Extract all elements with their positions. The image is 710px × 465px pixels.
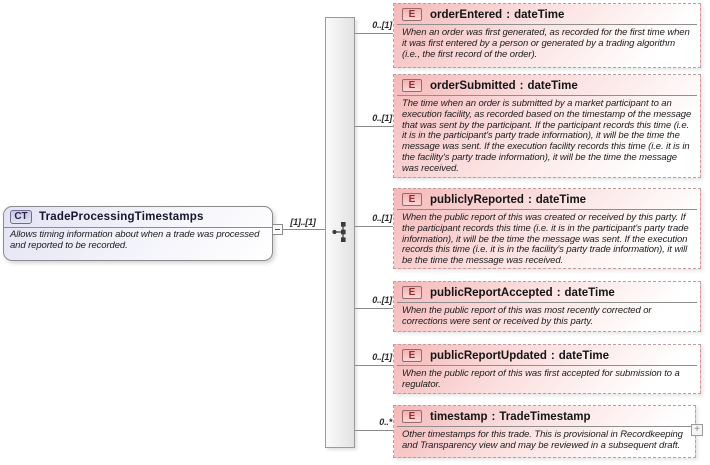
complex-type-annotation: Allows timing information about when a t… (10, 229, 260, 251)
root-cardinality-label: [1]..[1] (290, 217, 316, 227)
type-separator: : (527, 193, 532, 206)
element-box-publicReportAccepted[interactable]: E publicReportAccepted : dateTime When t… (393, 281, 701, 332)
connector-line (355, 226, 393, 227)
type-separator: : (491, 410, 496, 423)
cardinality-label: 0..* (379, 417, 392, 427)
cardinality-label: 0..[1] (372, 113, 392, 123)
divider (397, 302, 697, 303)
divider (397, 24, 697, 25)
cardinality-label: 0..[1] (372, 213, 392, 223)
element-badge-icon: E (402, 349, 422, 362)
connector-line (355, 365, 393, 366)
element-name: orderEntered (430, 8, 503, 21)
element-type: dateTime (527, 79, 578, 92)
divider (397, 209, 697, 210)
element-annotation: The time when an order is submitted by a… (402, 98, 692, 174)
complex-type-header: CT TradeProcessingTimestamps (4, 207, 272, 225)
divider (4, 227, 272, 228)
divider (397, 365, 697, 366)
minus-icon (275, 229, 280, 230)
element-header: E publicReportUpdated : dateTime (394, 345, 700, 363)
connector-line (355, 33, 393, 34)
element-annotation: When the public report of this was creat… (402, 212, 689, 267)
connector-line (283, 229, 326, 230)
expand-plus-icon[interactable]: + (691, 424, 703, 436)
element-name: publicReportUpdated (430, 349, 547, 362)
element-type: dateTime (514, 8, 565, 21)
complex-type-box[interactable]: CT TradeProcessingTimestamps Allows timi… (3, 206, 273, 261)
connector-line (355, 430, 393, 431)
element-header: E publicReportAccepted : dateTime (394, 282, 700, 300)
element-box-publiclyReported[interactable]: E publiclyReported : dateTime When the p… (393, 188, 701, 269)
element-annotation: Other timestamps for this trade. This is… (402, 429, 683, 451)
connector-line (355, 126, 393, 127)
element-box-publicReportUpdated[interactable]: E publicReportUpdated : dateTime When th… (393, 344, 701, 394)
element-header: E timestamp : TradeTimestamp (394, 406, 695, 424)
element-annotation: When the public report of this was most … (402, 305, 652, 327)
element-name: publicReportAccepted (430, 286, 553, 299)
element-type: dateTime (558, 349, 610, 362)
element-badge-icon: E (402, 193, 422, 206)
element-box-orderEntered[interactable]: E orderEntered : dateTime When an order … (393, 3, 701, 68)
element-header: E orderSubmitted : dateTime (394, 75, 700, 93)
complex-type-title: TradeProcessingTimestamps (39, 211, 204, 223)
element-name: publiclyReported (430, 193, 524, 206)
type-separator: : (506, 8, 511, 21)
element-badge-icon: E (402, 410, 422, 423)
element-header: E orderEntered : dateTime (394, 4, 700, 22)
complex-type-badge-icon: CT (10, 210, 32, 224)
element-name: timestamp (430, 410, 488, 423)
collapse-handle-icon[interactable] (272, 224, 283, 235)
element-type: dateTime (535, 193, 587, 206)
element-name: orderSubmitted (430, 79, 516, 92)
cardinality-label: 0..[1] (372, 20, 392, 30)
element-badge-icon: E (402, 79, 422, 92)
element-box-timestamp[interactable]: E timestamp : TradeTimestamp Other times… (393, 405, 696, 458)
cardinality-label: 0..[1] (372, 352, 392, 362)
element-type: TradeTimestamp (499, 410, 591, 423)
divider (397, 426, 692, 427)
element-badge-icon: E (402, 8, 422, 21)
type-separator: : (556, 286, 561, 299)
element-header: E publiclyReported : dateTime (394, 189, 700, 207)
divider (397, 95, 697, 96)
sequence-icon (332, 222, 346, 242)
type-separator: : (519, 79, 524, 92)
element-type: dateTime (564, 286, 615, 299)
connector-line (355, 308, 393, 309)
type-separator: : (550, 349, 555, 362)
element-badge-icon: E (402, 286, 422, 299)
cardinality-label: 0..[1] (372, 295, 392, 305)
element-annotation: When the public report of this was first… (402, 368, 680, 390)
element-box-orderSubmitted[interactable]: E orderSubmitted : dateTime The time whe… (393, 74, 701, 178)
element-annotation: When an order was first generated, as re… (402, 27, 690, 60)
